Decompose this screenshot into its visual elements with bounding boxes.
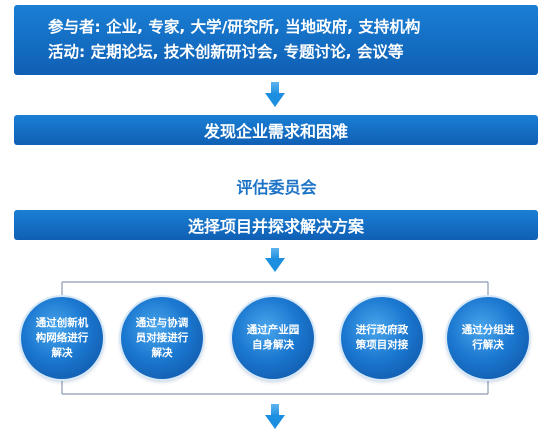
discover-needs-box: 发现企业需求和困难	[14, 115, 538, 145]
solution-circle: 通过与协调员对接进行解决	[121, 297, 203, 379]
discover-needs-label: 发现企业需求和困难	[203, 122, 348, 141]
evaluation-committee-label: 评估委员会	[236, 178, 317, 197]
participants-line: 参与者: 企业, 专家, 大学/研究所, 当地政府, 支持机构	[48, 18, 421, 36]
solution-circle: 通过分组进行解决	[447, 297, 529, 379]
solution-circle: 进行政府政策项目对接	[341, 297, 423, 379]
down-arrow-icon	[265, 248, 285, 272]
solution-label: 进行政府政策项目对接	[355, 324, 409, 351]
select-project-label: 选择项目并探求解决方案	[187, 217, 364, 236]
participants-activities-box: 参与者: 企业, 专家, 大学/研究所, 当地政府, 支持机构 活动: 定期论坛…	[14, 5, 538, 75]
solution-circle: 通过创新机构网络进行解决	[21, 297, 103, 379]
solution-label: 通过创新机构网络进行解决	[35, 316, 89, 359]
down-arrow-icon	[265, 82, 285, 107]
activities-line: 活动: 定期论坛, 技术创新研讨会, 专题讨论, 会议等	[48, 43, 404, 61]
solution-label: 通过分组进行解决	[461, 324, 515, 351]
branch-lines	[61, 281, 489, 395]
solution-label: 通过与协调员对接进行解决	[135, 316, 189, 359]
solution-circle: 通过产业园自身解决	[232, 297, 314, 379]
down-arrow-icon	[265, 404, 285, 429]
solution-label: 通过产业园自身解决	[246, 324, 300, 351]
select-project-box: 选择项目并探求解决方案	[14, 210, 538, 240]
